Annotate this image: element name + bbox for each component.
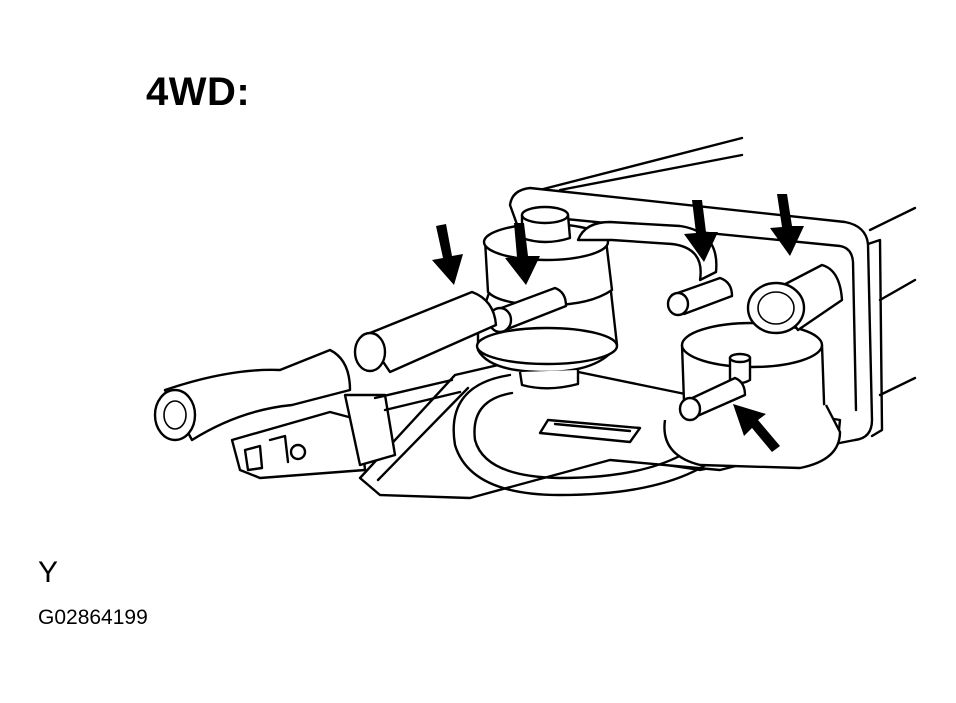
arrow-3 — [684, 200, 718, 262]
purge-port — [746, 263, 844, 335]
arrow-1 — [432, 224, 463, 285]
wire-harness-connector — [230, 378, 462, 480]
arrow-4 — [770, 194, 804, 256]
vacuum-nipples — [487, 276, 747, 422]
diagram-title: 4WD: — [146, 70, 251, 114]
right-vsv-valve — [663, 321, 842, 470]
figure-code-label: G02864199 — [38, 606, 148, 629]
arrow-2 — [505, 223, 540, 285]
view-code-label: Y — [38, 556, 59, 589]
left-hoses — [153, 290, 498, 442]
arrow-5 — [733, 404, 780, 452]
upper-bridge-hose — [576, 220, 718, 282]
